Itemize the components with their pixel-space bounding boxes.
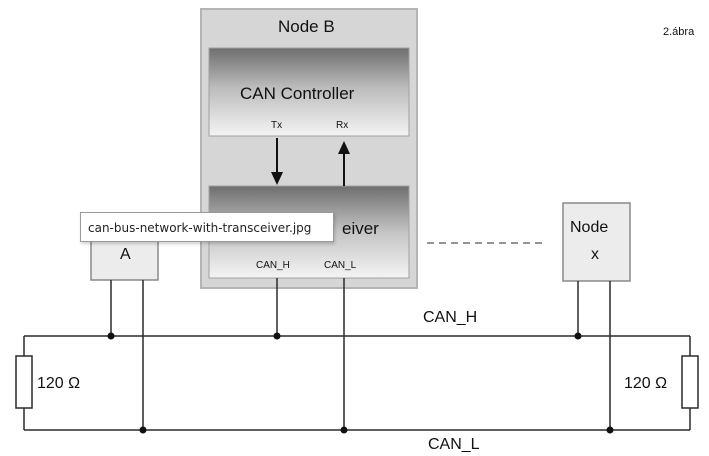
junction-dot <box>139 426 147 434</box>
junction-dot <box>606 426 614 434</box>
transceiver-can-h-pin: CAN_H <box>256 260 290 271</box>
junction-dot <box>273 332 281 340</box>
junction-dot <box>574 332 582 340</box>
junction-dot <box>340 426 348 434</box>
can-controller-label: CAN Controller <box>240 84 355 103</box>
node-b-title: Node B <box>278 17 335 36</box>
node-x-box <box>562 202 631 282</box>
transceiver-can-l-pin: CAN_L <box>324 260 357 271</box>
tx-arrow-head <box>271 172 283 185</box>
rx-label: Rx <box>336 120 349 131</box>
right-resistor-label: 120 Ω <box>624 375 668 392</box>
transceiver-label: eiver <box>342 219 379 238</box>
right-resistor <box>681 355 699 409</box>
left-resistor-label: 120 Ω <box>37 375 81 392</box>
can-h-bus-label: CAN_H <box>423 309 478 326</box>
can-controller-box <box>208 47 410 137</box>
filename-tooltip: can-bus-network-with-transceiver.jpg <box>80 212 334 242</box>
node-a-label: A <box>120 246 131 263</box>
can-l-bus-label: CAN_L <box>428 436 480 453</box>
junction-dot <box>107 332 115 340</box>
figure-label: 2.ábra <box>663 26 695 38</box>
node-x-label-line2: x <box>591 246 599 263</box>
left-resistor <box>15 355 33 409</box>
tx-label: Tx <box>271 120 283 131</box>
node-x-label-line1: Node <box>570 219 609 236</box>
rx-arrow-head <box>338 141 350 154</box>
